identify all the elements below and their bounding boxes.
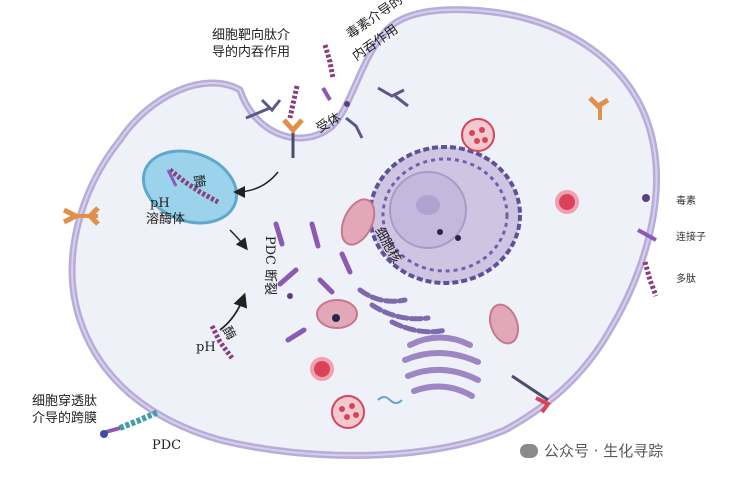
linker [321, 86, 332, 102]
mrna-strand [377, 396, 403, 404]
surface-receptor-orange [588, 96, 610, 120]
label-pdc-cleavage: PDC 断裂 [262, 235, 278, 296]
label-lysosome-ph: pH [150, 196, 170, 211]
arrow-cytosol-to-cleavage [219, 292, 248, 331]
lysosome [141, 149, 239, 225]
membrane-inner-line [71, 8, 658, 457]
label-receptor-mediated-1: 细胞靶向肽介 [212, 28, 291, 43]
label-lysosome-enzyme: 酶 [189, 173, 208, 190]
legend-linker-label: 连接子 [676, 232, 706, 243]
legend-peptide-icon [642, 261, 659, 297]
peptide-chain [209, 324, 234, 360]
peptide-chain [322, 44, 336, 79]
legend-toxin-icon [642, 194, 650, 202]
endoplasmic-reticulum [357, 287, 449, 335]
vesicle [461, 118, 495, 152]
label-receptor-mediated-2: 导的内吞作用 [212, 45, 291, 60]
surface-receptor-orange [62, 206, 100, 226]
toxin [344, 101, 350, 107]
label-cpp-mediated-2: 介导的跨膜 [32, 411, 98, 426]
red-vesicle [310, 357, 334, 381]
surface-receptor-red [511, 374, 552, 414]
label-pdc: PDC [152, 438, 182, 453]
label-cytosol-ph: pH [196, 340, 216, 355]
legend-toxin-label: 毒素 [676, 196, 696, 207]
receptor-orange [282, 118, 304, 158]
legend-peptide-label: 多肽 [676, 274, 696, 285]
vesicle [331, 395, 365, 429]
mitochondrion [316, 198, 520, 345]
toxin [287, 293, 293, 299]
receptor-purple [245, 98, 282, 120]
peptide-chain [287, 85, 300, 119]
red-vesicle [555, 190, 579, 214]
label-lysosome: 溶酶体 [146, 212, 186, 227]
label-cpp-mediated-1: 细胞穿透肽 [32, 394, 98, 409]
receptor-purple [345, 116, 364, 139]
nucleus [368, 145, 522, 285]
receptor-purple [377, 86, 409, 108]
watermark: 公众号 · 生化寻踪 [520, 440, 663, 461]
wechat-icon [520, 443, 538, 458]
arrow-to-lysosome [233, 171, 279, 198]
arrow-to-pdc-cleavage [229, 229, 248, 251]
watermark-text: 公众号 · 生化寻踪 [544, 442, 664, 460]
cpp-pdc [100, 409, 160, 438]
pdc-fragments [273, 221, 353, 343]
legend-linker-icon [637, 228, 657, 242]
golgi-apparatus [402, 334, 481, 399]
